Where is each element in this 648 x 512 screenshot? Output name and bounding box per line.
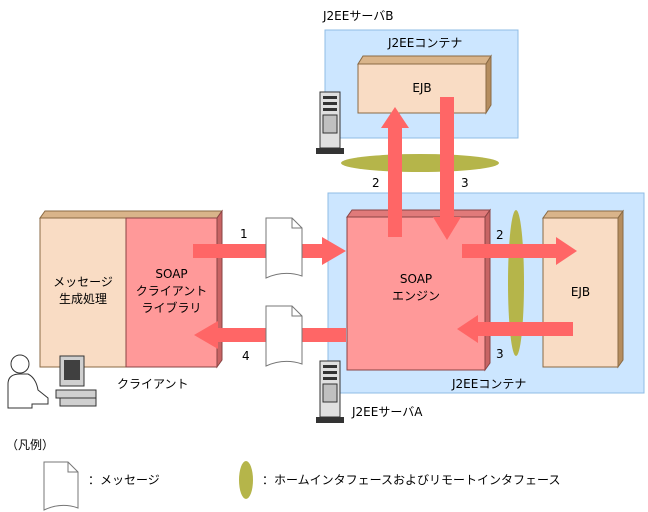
legend-title: （凡例） xyxy=(6,438,55,452)
legend-interface-desc: ：ホームインタフェースおよびリモートインタフェース xyxy=(262,473,561,487)
user-computer-icon xyxy=(7,354,97,409)
server-tower-icon-a xyxy=(316,360,344,423)
server-b-label: J2EEサーバB xyxy=(323,9,394,23)
client-box xyxy=(39,209,223,369)
arrow-step-1-label: 1 xyxy=(240,227,248,241)
arrow-b-step-3 xyxy=(433,97,461,240)
server-a-label: J2EEサーバA xyxy=(352,405,423,419)
ejb-box-b xyxy=(357,54,492,115)
arrow-b-step-3-label: 3 xyxy=(461,176,469,190)
arrow-a-step-3-label: 3 xyxy=(496,347,504,361)
ejb-a-label: EJB xyxy=(570,285,591,299)
message-proc-label: メッセージ 生成処理 xyxy=(53,275,113,306)
arrow-b-step-2 xyxy=(381,107,409,237)
server-b-container-label: J2EEコンテナ xyxy=(388,36,463,50)
arrow-b-step-2-label: 2 xyxy=(372,176,380,190)
legend-message-desc: ：メッセージ xyxy=(88,473,160,487)
legend-message-icon xyxy=(43,461,79,511)
legend-interface-icon xyxy=(239,461,253,499)
server-tower-icon-b xyxy=(316,91,344,154)
client-label: クライアント xyxy=(117,377,189,391)
arrow-a-step-2 xyxy=(462,237,577,265)
server-a-container-label: J2EEコンテナ xyxy=(452,377,527,391)
arrow-a-step-2-label: 2 xyxy=(496,228,504,242)
arrow-step-4-label: 4 xyxy=(242,349,250,363)
ejb-box-a xyxy=(542,209,624,369)
soap-engine-box xyxy=(346,208,491,372)
soap-client-label: SOAP クライアント ライブラリ xyxy=(135,267,208,315)
arrow-a-step-3 xyxy=(457,315,573,343)
interface-ellipse-b xyxy=(341,154,499,172)
ejb-b-label: EJB xyxy=(412,81,432,95)
message-doc-2 xyxy=(265,305,303,367)
message-doc-1 xyxy=(265,217,303,279)
soap-engine-label: SOAP エンジン xyxy=(391,272,440,303)
